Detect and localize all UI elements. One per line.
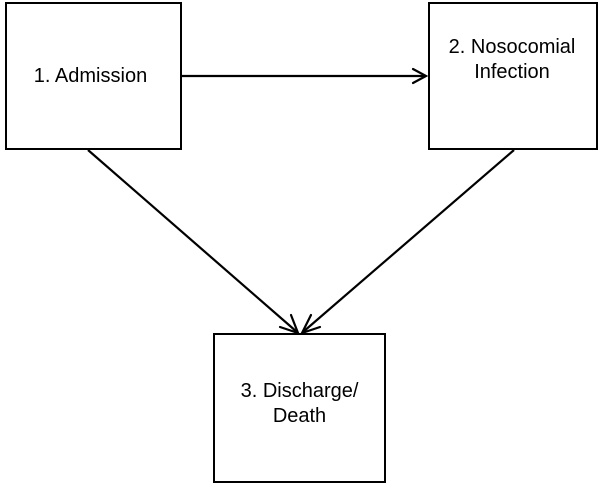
discharge-death-box: 3. Discharge/ Death bbox=[213, 333, 386, 483]
discharge-death-label: 3. Discharge/ Death bbox=[240, 380, 359, 427]
nosocomial-infection-box: 2. Nosocomial Infection bbox=[428, 2, 598, 150]
edge-admission-to-outcome bbox=[87, 149, 300, 335]
edge-admission-to-infection bbox=[182, 67, 429, 85]
admission-box: 1. Admission bbox=[5, 2, 182, 150]
admission-label: 1. Admission bbox=[33, 64, 148, 87]
nosocomial-infection-label: 2. Nosocomial Infection bbox=[448, 36, 576, 83]
edge-infection-to-outcome bbox=[299, 149, 515, 335]
